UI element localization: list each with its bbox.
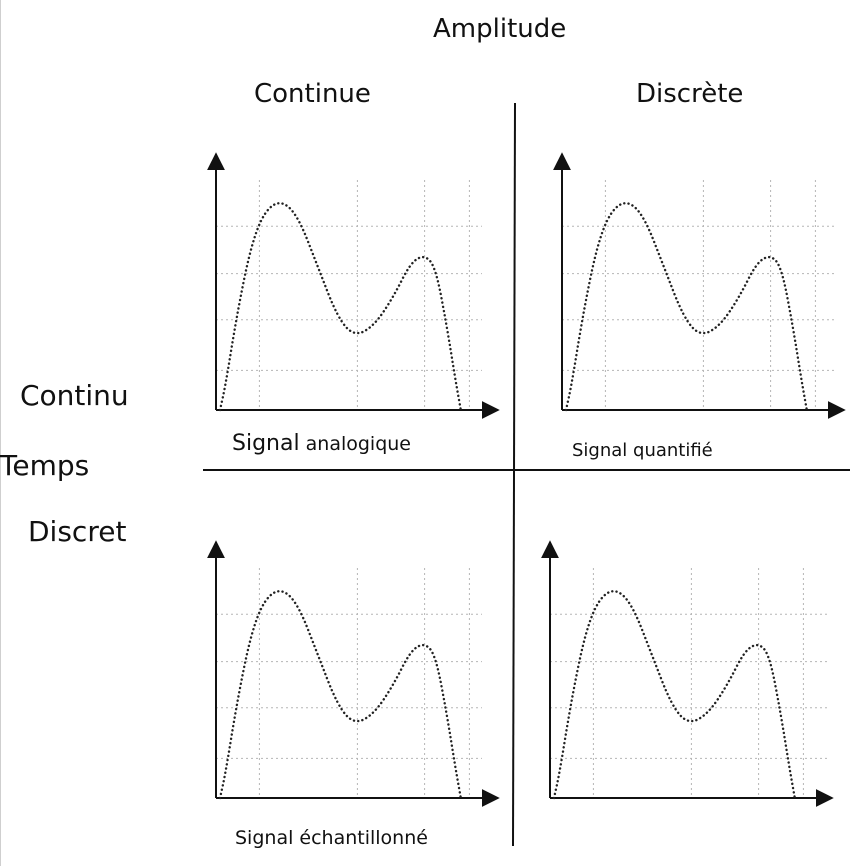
- analog-caption-tail: analogique: [299, 433, 411, 455]
- analog-signal-panel: [207, 152, 500, 419]
- discrete-amplitude-label: Discrète: [636, 79, 744, 109]
- digital-signal-panel: [541, 540, 834, 807]
- quantized-signal-panel: [553, 152, 846, 419]
- amplitude-header: Amplitude: [433, 14, 567, 44]
- quantized-signal-caption: Signal quantifié: [572, 440, 713, 461]
- page-edge: [0, 0, 1, 866]
- sampled-signal-panel: [207, 540, 500, 807]
- discrete-time-label: Discret: [28, 515, 127, 548]
- analog-signal-caption: Signal analogique: [232, 431, 411, 456]
- continuous-time-label: Continu: [20, 379, 129, 412]
- vertical-divider: [512, 102, 516, 847]
- time-header: Temps: [0, 449, 90, 482]
- analog-caption-lead: Signal: [232, 431, 300, 456]
- continuous-amplitude-label: Continue: [254, 79, 371, 109]
- sampled-signal-caption: Signal échantillonné: [235, 827, 428, 849]
